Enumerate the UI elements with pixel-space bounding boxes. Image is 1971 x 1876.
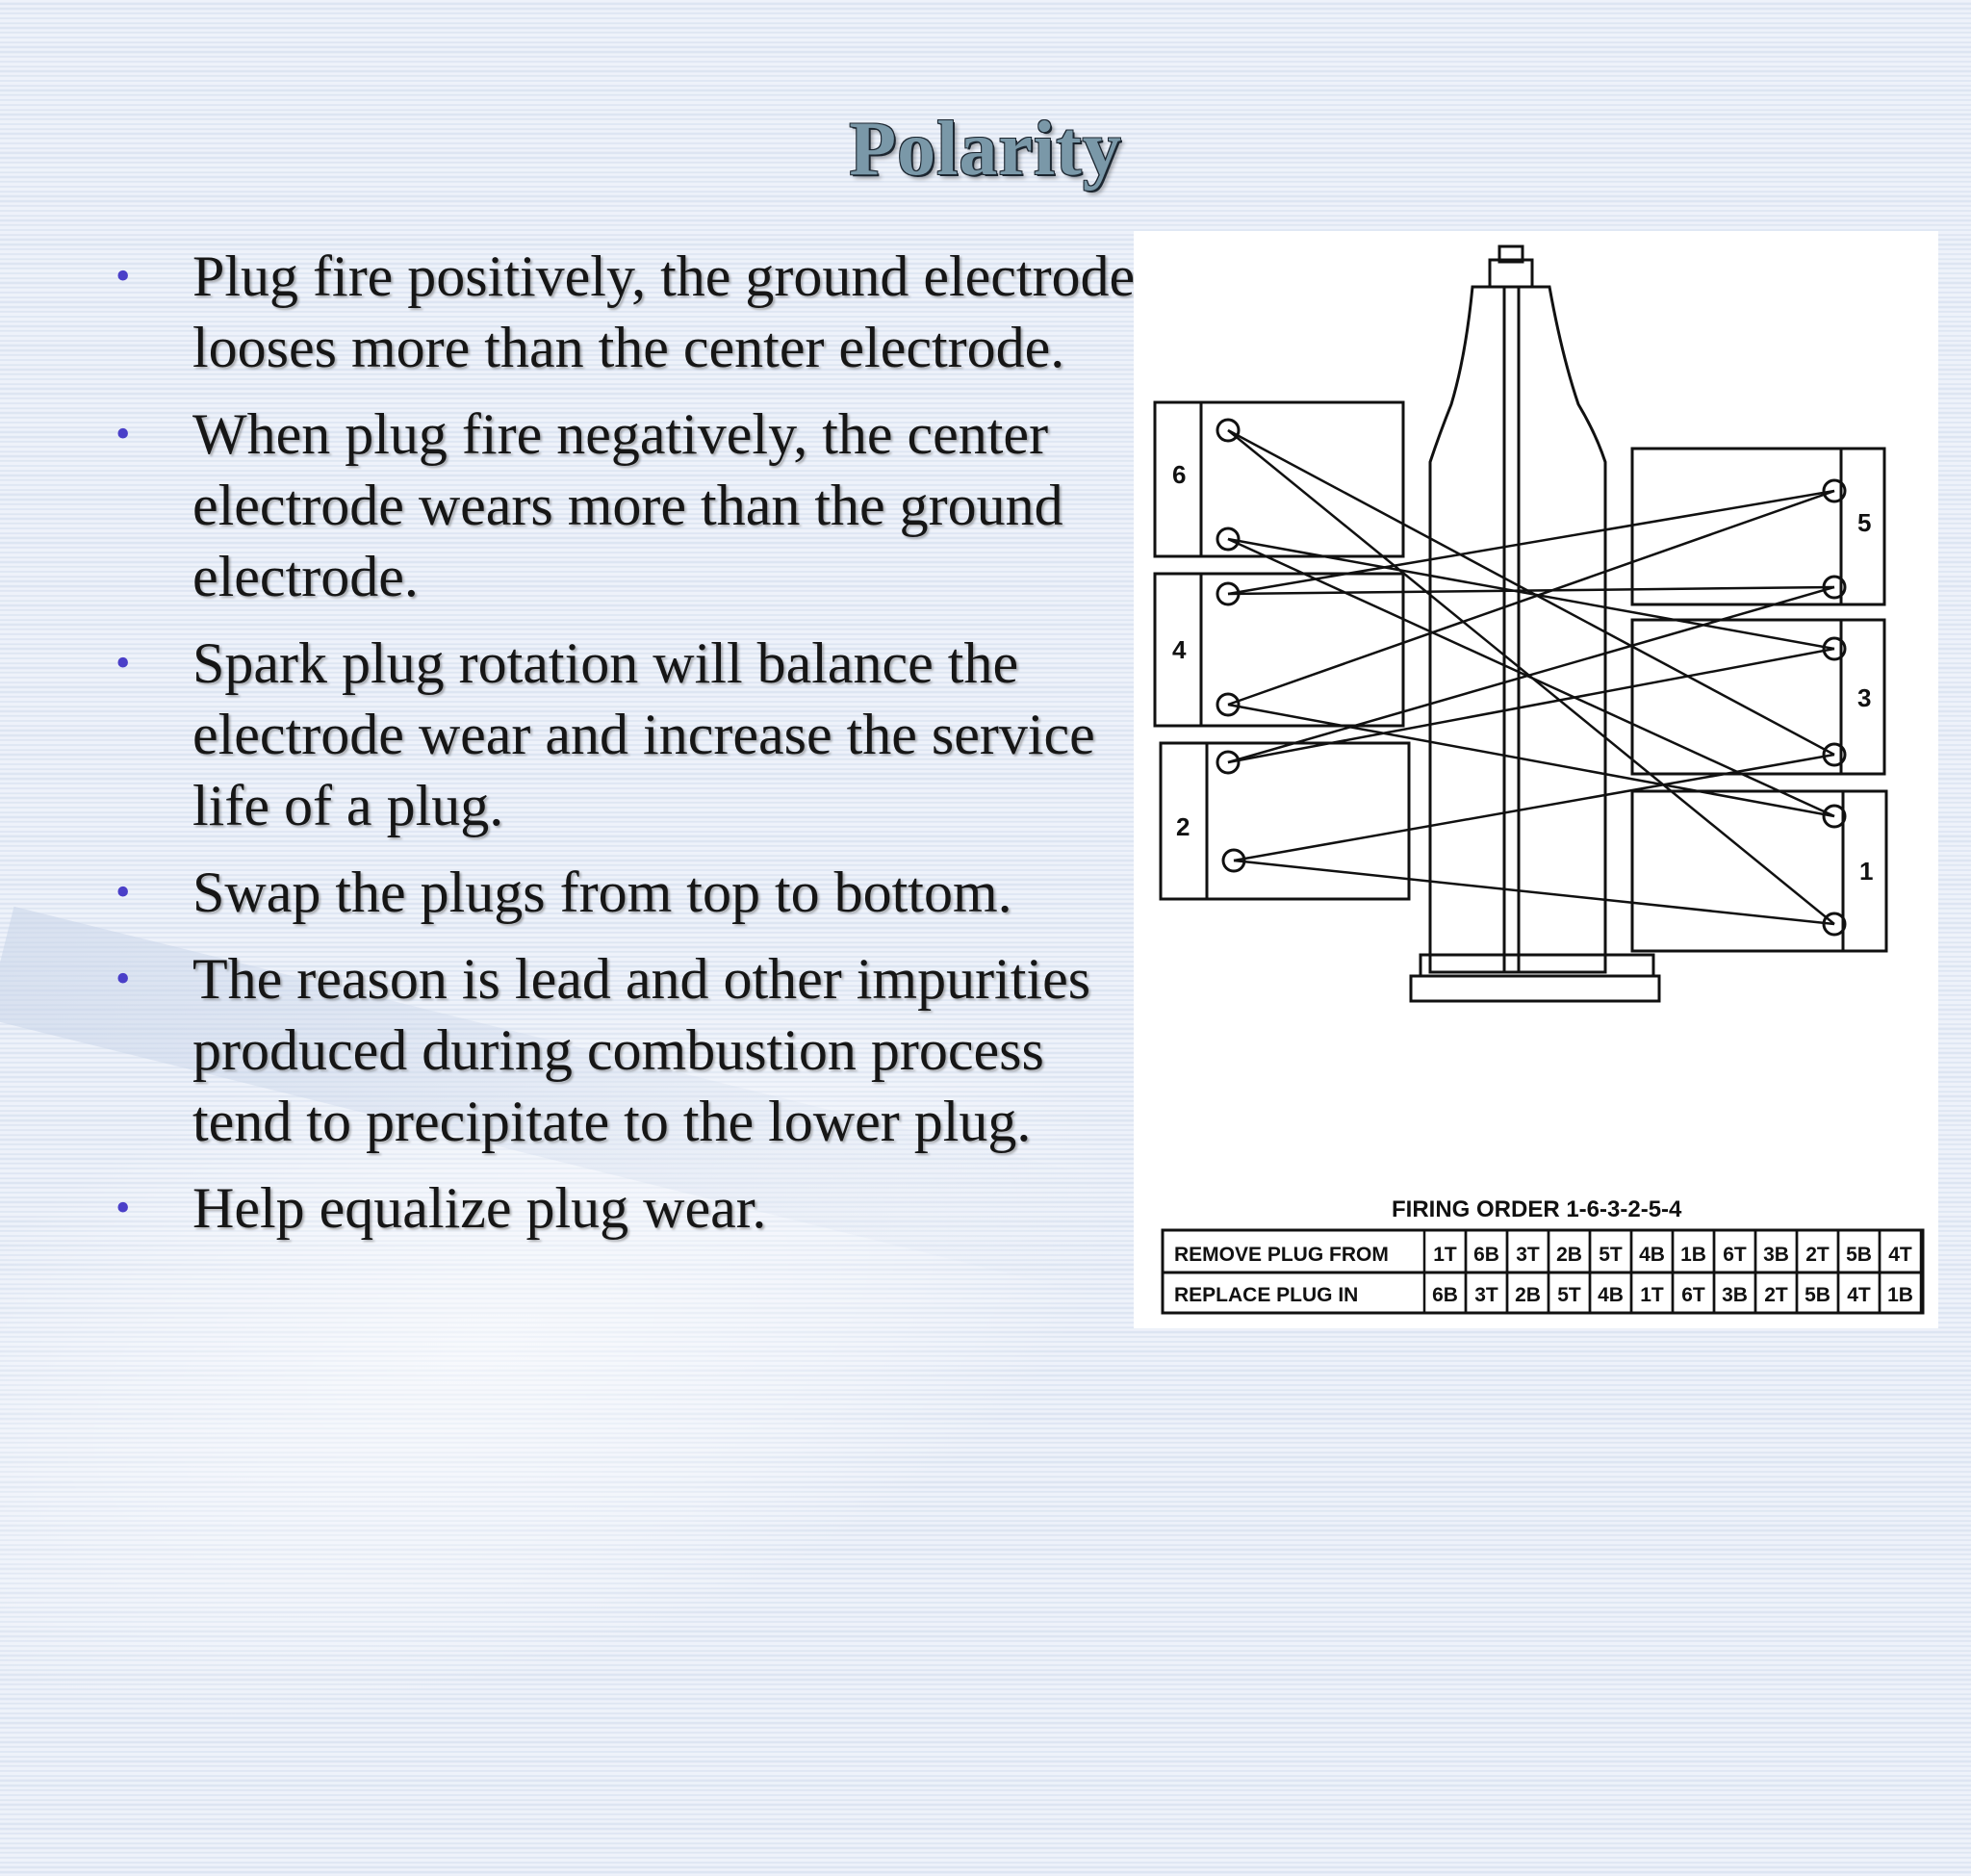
replace-cell: 5T [1557, 1284, 1581, 1306]
spark-plug-rotation-diagram: 6 4 2 5 3 1 FIRING ORDER 1-6-3-2-5-4 1T 6… [1134, 231, 1938, 1328]
replace-cell: 4B [1598, 1284, 1624, 1306]
remove-cell: 2T [1805, 1244, 1830, 1266]
replace-cell: 3T [1474, 1284, 1498, 1306]
bullet-text: The reason is lead and other impurities … [192, 947, 1091, 1153]
firing-order-title: FIRING ORDER 1-6-3-2-5-4 [1392, 1196, 1682, 1222]
engine-base [1409, 974, 1661, 1003]
plug-6T [1216, 418, 1241, 443]
bullet-item: • When plug fire negatively, the center e… [115, 398, 1136, 612]
bullet-item: • Swap the plugs from top to bottom. [115, 857, 1136, 928]
bullet-text: Plug fire positively, the ground electro… [192, 244, 1136, 379]
cylinder-number: 4 [1172, 635, 1187, 664]
table-cells: 1T 6B 3T 2B 5T 4B 1B 6T 3B 2T 5B 4T 6B 3T 2B 5T 4B 1T 6T 3B… [1422, 1228, 1923, 1315]
bullet-list: • Plug fire positively, the ground electr… [115, 241, 1136, 1259]
table-row-label: REMOVE PLUG FROM [1174, 1244, 1389, 1266]
rotation-lines [1227, 428, 1835, 926]
cylinder-number: 3 [1857, 683, 1871, 712]
bullet-item: • Help equalize plug wear. [115, 1172, 1136, 1244]
remove-cell: 5B [1846, 1244, 1872, 1266]
bullet-text: Spark plug rotation will balance the ele… [192, 631, 1095, 837]
remove-cell: 4B [1639, 1244, 1665, 1266]
bullet-text: When plug fire negatively, the center el… [192, 402, 1063, 608]
cylinder-5 [1630, 447, 1886, 606]
remove-cell: 1B [1680, 1244, 1706, 1266]
bullet-item: • Spark plug rotation will balance the el… [115, 628, 1136, 841]
replace-cell: 2B [1515, 1284, 1541, 1306]
plug-6B [1216, 527, 1241, 552]
cylinder-number: 1 [1859, 857, 1873, 886]
table-row-label: REPLACE PLUG IN [1174, 1284, 1358, 1306]
remove-cell: 5T [1599, 1244, 1623, 1266]
remove-cell: 6B [1473, 1244, 1499, 1266]
cylinder-number: 6 [1172, 460, 1186, 489]
remove-cell: 1T [1433, 1244, 1457, 1266]
slide-title: Polarity [849, 107, 1122, 192]
remove-cell: 3B [1763, 1244, 1789, 1266]
cylinder-3 [1630, 618, 1886, 776]
replace-cell: 6T [1681, 1284, 1705, 1306]
plug-2T [1216, 750, 1241, 775]
cylinder-1 [1630, 789, 1888, 953]
cylinder-number: 2 [1176, 812, 1190, 841]
cylinder-6 [1153, 400, 1405, 558]
remove-cell: 2B [1556, 1244, 1582, 1266]
bullet-icon: • [115, 955, 131, 1002]
replace-cell: 1B [1887, 1284, 1913, 1306]
bullet-text: Help equalize plug wear. [192, 1176, 767, 1240]
engine-column [1428, 285, 1607, 974]
plug-4B [1216, 692, 1241, 717]
bullet-icon: • [115, 639, 131, 686]
bullet-text: Swap the plugs from top to bottom. [192, 861, 1012, 924]
cylinder-2 [1159, 741, 1411, 901]
column-cap-top [1497, 244, 1524, 264]
bullet-item: • The reason is lead and other impurities… [115, 943, 1136, 1157]
plug-5T [1822, 478, 1847, 503]
replace-cell: 4T [1847, 1284, 1871, 1306]
plug-1T [1822, 804, 1847, 829]
bullet-item: • Plug fire positively, the ground electr… [115, 241, 1136, 383]
column-cap [1488, 258, 1534, 289]
bullet-icon: • [115, 1184, 131, 1231]
replace-cell: 1T [1640, 1284, 1664, 1306]
replace-cell: 5B [1805, 1284, 1830, 1306]
engine-diagram-svg: 6 4 2 5 3 1 FIRING ORDER 1-6-3-2-5-4 1T 6… [1153, 244, 1925, 1315]
bullet-icon: • [115, 410, 131, 457]
replace-cell: 3B [1722, 1284, 1748, 1306]
bullet-icon: • [115, 252, 131, 299]
remove-cell: 4T [1888, 1244, 1912, 1266]
replace-cell: 6B [1432, 1284, 1458, 1306]
table-cell-border [1878, 1271, 1923, 1315]
remove-cell: 3T [1516, 1244, 1540, 1266]
bullet-icon: • [115, 868, 131, 915]
plug-3B [1822, 742, 1847, 767]
cylinder-4 [1153, 572, 1405, 728]
cylinder-number: 5 [1857, 508, 1871, 537]
rotation-table: 1T 6B 3T 2B 5T 4B 1B 6T 3B 2T 5B 4T 6B 3T 2B 5T 4B 1T 6T 3B… [1161, 1228, 1925, 1315]
plug-3T [1822, 636, 1847, 661]
replace-cell: 2T [1764, 1284, 1788, 1306]
remove-cell: 6T [1723, 1244, 1747, 1266]
